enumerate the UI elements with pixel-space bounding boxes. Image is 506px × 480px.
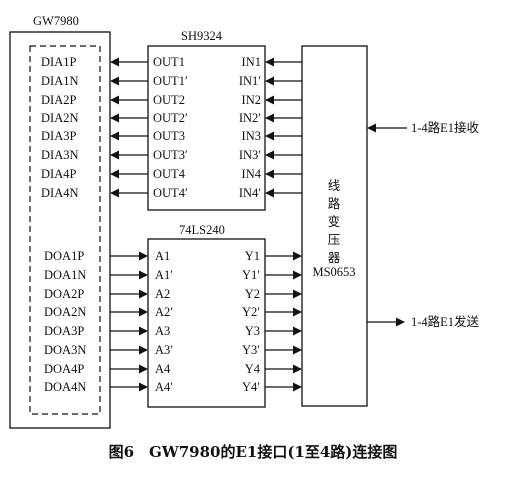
- gw7980-block: [9, 31, 111, 429]
- sh9324-out-pin-label: OUT3′: [153, 148, 188, 162]
- doa-pin-label: DOA3P: [44, 324, 84, 338]
- sh9324-in-pin-label: IN4′: [239, 186, 261, 200]
- ls240-y-pin-label: Y4: [245, 362, 261, 376]
- sh9324-out-pin-label: OUT4′: [153, 186, 188, 200]
- ls240-a-pin-label: A3: [155, 324, 170, 338]
- dia-pin-label: DIA2N: [41, 111, 79, 125]
- ls240-y-pin-label: Y1′: [242, 268, 260, 282]
- sh9324-title: SH9324: [181, 29, 223, 43]
- line-transformer-block: [301, 45, 368, 407]
- doa-pin-label: DOA2N: [44, 305, 86, 319]
- sh9324-out-pin-label: OUT2: [153, 93, 185, 107]
- sh9324-in-pin-label: IN3′: [239, 148, 261, 162]
- sh9324-in-pin-label: IN3: [242, 129, 261, 143]
- sh9324-out-pin-label: OUT2′: [153, 111, 188, 125]
- doa-pin-label: DOA4P: [44, 362, 84, 376]
- ls240-block: [147, 238, 266, 408]
- sh9324-out-pin-label: OUT3: [153, 129, 185, 143]
- doa-pin-label: DOA4N: [44, 380, 86, 394]
- transformer-char-3: 变: [328, 214, 341, 229]
- e1-receive-label: 1-4路E1接收: [411, 120, 480, 135]
- ls240-a-pin-label: A1: [155, 249, 170, 263]
- ls240-a-pin-label: A3′: [155, 343, 173, 357]
- sh9324-in-pin-label: IN1′: [239, 74, 261, 88]
- ls240-y-pin-label: Y4′: [242, 380, 260, 394]
- transformer-char-2: 路: [328, 196, 341, 211]
- dia-pin-label: DIA1P: [41, 55, 76, 69]
- ls240-a-pin-label: A1′: [155, 268, 173, 282]
- sh9324-out-pin-label: OUT1′: [153, 74, 188, 88]
- transformer-char-5: 器: [328, 251, 341, 265]
- dia-pin-label: DIA4P: [41, 167, 76, 181]
- dia-pin-label: DIA4N: [41, 186, 79, 200]
- gw7980-doa-pin-labels: DOA1P DOA1N DOA2P DOA2N DOA3P DOA3N DOA4P DOA4N: [44, 249, 86, 394]
- gw7980-dia-pin-labels: DIA1P DIA1N DIA2P DIA2N DIA3P DIA3N DIA4P DIA4N: [41, 55, 79, 200]
- sh9324-in-pin-label: IN4: [242, 167, 262, 181]
- sh9324-in-pin-label: IN1: [242, 55, 261, 69]
- ls240-y-pin-label: Y3: [245, 324, 260, 338]
- sh9324-in-pin-label: IN2′: [239, 111, 261, 125]
- dia-pin-label: DIA1N: [41, 74, 79, 88]
- ls240-y-pin-label: Y1: [245, 249, 260, 263]
- gw7980-dashed-boundary: [29, 45, 101, 415]
- doa-pin-label: DOA1P: [44, 249, 84, 263]
- doa-pin-label: DOA3N: [44, 343, 86, 357]
- doa-pin-label: DOA1N: [44, 268, 86, 282]
- sh9324-out-pin-label: OUT4: [153, 167, 186, 181]
- sh9324-block: [147, 45, 266, 211]
- ls240-a-pin-label: A4: [155, 362, 171, 376]
- ls240-a-pin-label: A4′: [155, 380, 173, 394]
- ls240-title: 74LS240: [179, 223, 225, 237]
- ls240-y-pin-label: Y3′: [242, 343, 260, 357]
- ls240-a-pin-label: A2′: [155, 305, 173, 319]
- ls240-a-pin-label: A2: [155, 287, 170, 301]
- gw7980-title: GW7980: [33, 14, 79, 28]
- figure-caption: 图6 GW7980的E1接口(1至4路)连接图: [109, 443, 398, 461]
- ls240-y-pin-label: Y2: [245, 287, 260, 301]
- sh9324-in-pin-label: IN2: [242, 93, 261, 107]
- dia-pin-label: DIA3N: [41, 148, 79, 162]
- transformer-char-1: 线: [328, 179, 341, 193]
- e1-send-label: 1-4路E1发送: [411, 314, 480, 329]
- doa-pin-label: DOA2P: [44, 287, 84, 301]
- transformer-model: MS0653: [312, 265, 355, 279]
- signal-arrows: [110, 57, 302, 392]
- ls240-y-pin-label: Y2′: [242, 305, 260, 319]
- dia-pin-label: DIA2P: [41, 93, 76, 107]
- dia-pin-label: DIA3P: [41, 129, 76, 143]
- sh9324-out-pin-label: OUT1: [153, 55, 185, 69]
- transformer-char-4: 压: [328, 233, 341, 247]
